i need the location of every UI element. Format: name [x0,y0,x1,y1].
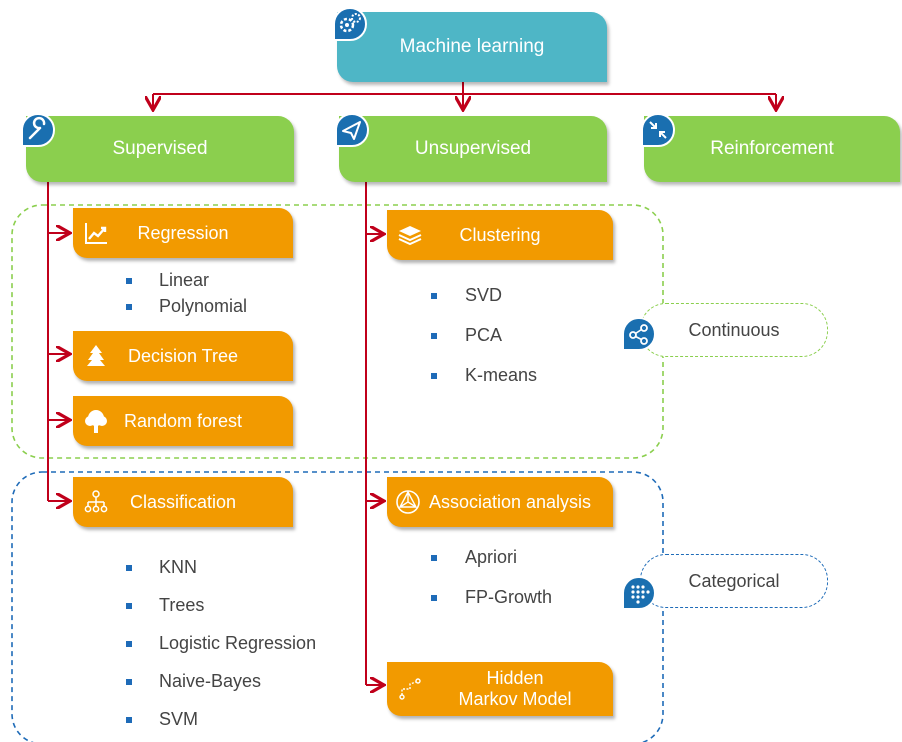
unsupervised-node: Unsupervised [339,116,607,182]
tree-icon [85,410,107,433]
bullet-marker [126,717,132,723]
hmm-label-line1: Hidden [486,668,544,688]
network-icon [396,490,420,514]
dots-grid-icon [622,575,657,610]
regression-item-linear: Linear [159,270,210,290]
root-node: Machine learning [337,12,607,82]
regression-label: Regression [137,222,229,243]
hidden-markov-model-node: Hidden Markov Model [387,662,613,716]
association-item: Apriori [465,547,518,567]
continuous-label: Continuous [688,319,780,340]
bullet-marker [126,641,132,647]
association-analysis-node: Association analysis [387,477,613,527]
classification-node: Classification [73,477,293,527]
classification-item: KNN [159,557,198,577]
trend-chart-icon [85,223,107,244]
continuous-pill: Continuous [640,303,828,357]
layers-icon [398,226,422,246]
supervised-label: Supervised [112,138,208,159]
categorical-group-outline [11,471,664,742]
unsupervised-label: Unsupervised [414,138,532,159]
clustering-item: K-means [465,365,538,385]
random-forest-node: Random forest [73,396,293,446]
reinforcement-node: Reinforcement [644,116,900,182]
bullet-marker [431,293,437,299]
supervised-connector [47,182,68,501]
bullet-marker [431,333,437,339]
categorical-pill: Categorical [640,554,828,608]
classification-item: Naive-Bayes [159,671,262,691]
unsupervised-connector [365,182,382,685]
root-label: Machine learning [399,36,545,57]
hierarchy-icon [84,490,108,513]
bullet-marker [126,278,132,284]
gears-icon [333,6,368,41]
categorical-label: Categorical [688,570,780,591]
classification-item: Logistic Regression [159,633,317,653]
compress-arrows-icon [641,112,676,147]
root-connector [153,82,776,108]
bullet-marker [126,304,132,310]
association-analysis-label: Association analysis [428,491,592,512]
decision-tree-label: Decision Tree [127,345,239,366]
supervised-node: Supervised [26,116,294,182]
regression-node: Regression [73,208,293,258]
clustering-item: SVD [465,285,503,305]
bullet-marker [431,555,437,561]
classification-label: Classification [129,491,237,512]
hmm-label-line2: Markov Model [458,689,572,709]
bullet-marker [126,679,132,685]
decision-tree-node: Decision Tree [73,331,293,381]
paper-plane-icon [335,112,370,147]
bullet-marker [431,595,437,601]
regression-item-polynomial: Polynomial [159,296,248,316]
path-nodes-icon [399,678,421,700]
clustering-item: PCA [465,325,503,345]
classification-item: Trees [159,595,205,615]
bullet-marker [431,373,437,379]
share-icon [622,316,657,351]
reinforcement-label: Reinforcement [710,138,834,159]
bullet-marker [126,565,132,571]
bullet-marker [126,603,132,609]
wrench-icon [21,112,56,147]
random-forest-label: Random forest [123,410,243,431]
clustering-node: Clustering [387,210,613,260]
clustering-label: Clustering [459,224,541,245]
pine-tree-icon [87,345,105,366]
association-item: FP-Growth [465,587,553,607]
continuous-group-outline [11,204,664,459]
classification-item: SVM [159,709,199,729]
